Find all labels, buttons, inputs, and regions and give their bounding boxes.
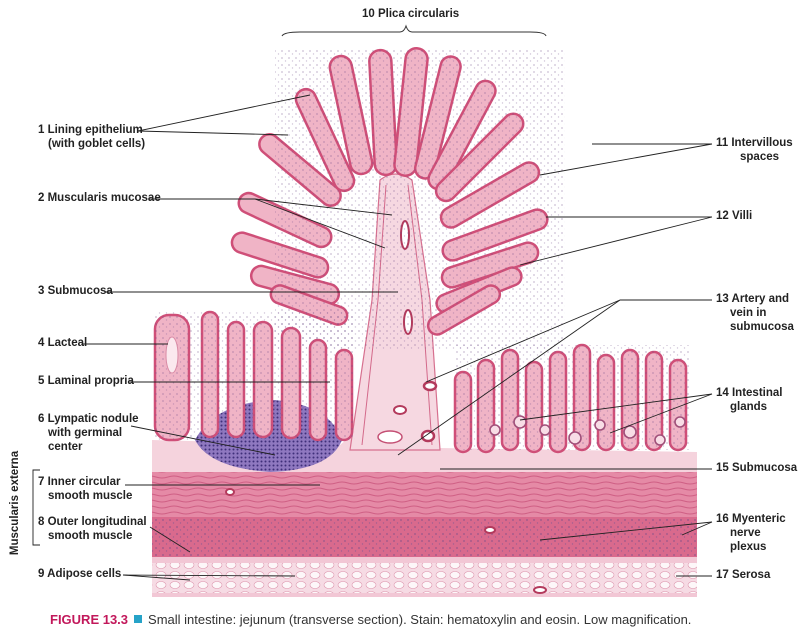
- label-artery-vein: 13 Artery and: [716, 293, 790, 305]
- label-plica-circularis: 10 Plica circularis: [362, 8, 460, 20]
- serosa-layer: [152, 555, 697, 597]
- intestinal-glands: [489, 415, 686, 446]
- label-outer-longitudinal: 8 Outer longitudinal: [38, 516, 147, 528]
- caption-figure-number: FIGURE 13.3: [50, 612, 129, 627]
- label-intervillous: 11 Intervillous: [716, 137, 793, 149]
- label-lining-epithelium: 1 Lining epithelium: [38, 124, 143, 136]
- label-lympatic-nodule-line2: with germinal: [48, 427, 123, 439]
- label-villi: 12 Villi: [716, 210, 753, 222]
- label-intervillous-line2: spaces: [740, 151, 780, 163]
- label-lympatic-nodule-line3: center: [48, 441, 83, 453]
- label-inner-circular: 7 Inner circular: [38, 476, 121, 488]
- label-inner-circular-line2: smooth muscle: [48, 490, 133, 502]
- label-artery-vein-line2: vein in: [730, 307, 767, 319]
- label-artery-vein-line3: submucosa: [730, 321, 794, 333]
- label-submucosa-15: 15 Submucosa: [716, 462, 798, 474]
- plica-villi-nuclei: [275, 50, 565, 350]
- label-myenteric: 16 Myenteric: [716, 513, 786, 525]
- label-lining-epithelium-note: (with goblet cells): [48, 138, 146, 150]
- label-muscularis-externa: Muscularis externa: [9, 450, 21, 556]
- caption-text: Small intestine: jejunum (transverse sec…: [148, 612, 692, 627]
- inner-circular-muscle: [152, 470, 697, 517]
- label-myenteric-line2: nerve: [730, 527, 761, 539]
- label-intestinal-glands-line2: glands: [730, 401, 768, 413]
- lacteal: [165, 336, 179, 374]
- label-serosa: 17 Serosa: [716, 569, 771, 581]
- label-myenteric-line3: plexus: [730, 541, 767, 553]
- label-adipose-cells: 9 Adipose cells: [38, 568, 122, 580]
- label-outer-longitudinal-line2: smooth muscle: [48, 530, 133, 542]
- label-lympatic-nodule: 6 Lympatic nodule: [38, 413, 139, 425]
- figure-caption: FIGURE 13.3 Small intestine: jejunum (tra…: [50, 612, 691, 627]
- plica-bracket: [281, 24, 547, 37]
- caption-square-icon: [134, 615, 143, 623]
- label-submucosa-3: 3 Submucosa: [38, 285, 113, 297]
- leader-lines: [32, 94, 713, 581]
- label-lacteal: 4 Lacteal: [38, 337, 88, 349]
- outer-longitudinal-muscle: [152, 515, 697, 557]
- label-intestinal-glands: 14 Intestinal: [716, 387, 783, 399]
- label-muscularis-mucosae: 2 Muscularis mucosae: [38, 192, 161, 204]
- label-laminal-propria: 5 Laminal propria: [38, 375, 134, 387]
